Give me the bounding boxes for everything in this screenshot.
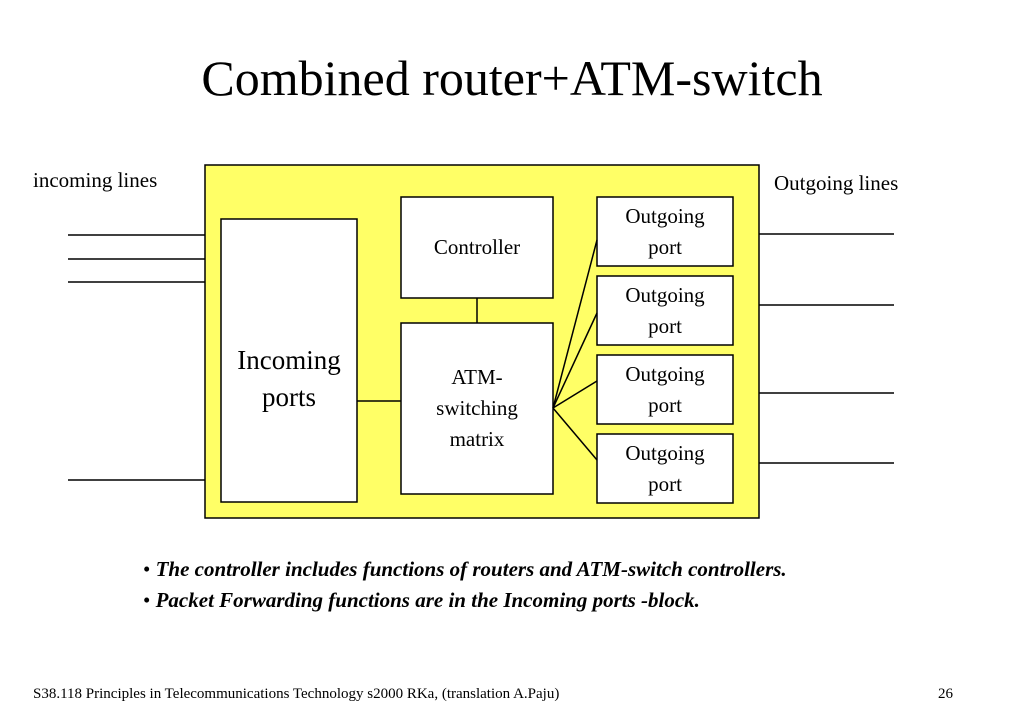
connector-matrix-to-port bbox=[552, 380, 598, 409]
incoming-lines-label: incoming lines bbox=[33, 168, 158, 192]
bullet-item: • The controller includes functions of r… bbox=[143, 557, 787, 581]
outgoing-port-box bbox=[596, 354, 734, 425]
bullet-list: • The controller includes functions of r… bbox=[143, 554, 787, 616]
connector-matrix-to-port bbox=[552, 239, 598, 409]
incoming-ports-box bbox=[220, 218, 358, 503]
connector-matrix-to-port bbox=[552, 407, 598, 461]
footer-page-number: 26 bbox=[938, 686, 953, 702]
switching-matrix-box bbox=[400, 322, 554, 495]
outgoing-port-box bbox=[596, 433, 734, 504]
incoming-line-group bbox=[68, 234, 205, 481]
bullet-item: • Packet Forwarding functions are in the… bbox=[143, 588, 700, 612]
outgoing-lines-label: Outgoing lines bbox=[774, 171, 899, 195]
connector-matrix-to-port bbox=[552, 312, 598, 409]
slide-title: Combined router+ATM-switch bbox=[201, 50, 823, 106]
controller-box bbox=[400, 196, 554, 299]
outgoing-port-box bbox=[596, 196, 734, 267]
connector-group bbox=[357, 239, 598, 461]
controller-label: Controller bbox=[433, 235, 521, 259]
outgoing-port-box bbox=[596, 275, 734, 346]
outgoing-line-group bbox=[759, 233, 894, 464]
footer-course-text: S38.118 Principles in Telecommunications… bbox=[33, 686, 560, 702]
bullet-symbol: • bbox=[143, 588, 151, 612]
bullet-symbol: • bbox=[143, 557, 151, 581]
